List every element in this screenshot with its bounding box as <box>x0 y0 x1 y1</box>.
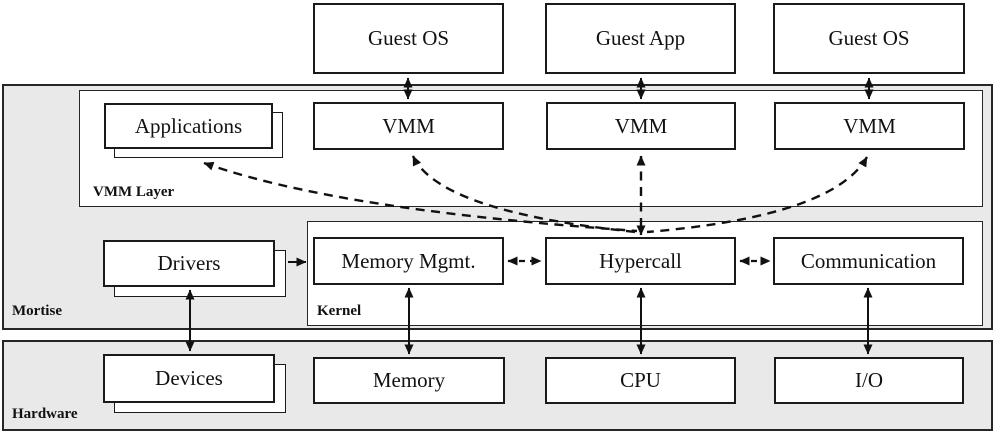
box-applications: Applications <box>104 103 273 149</box>
box-guest-os-2: Guest OS <box>773 3 965 74</box>
box-drivers: Drivers <box>103 240 275 287</box>
vmm-layer-label: VMM Layer <box>93 184 175 200</box>
box-devices: Devices <box>103 354 275 403</box>
box-memory: Memory <box>313 357 505 404</box>
box-io: I/O <box>774 357 964 404</box>
hardware-label: Hardware <box>12 406 78 422</box>
mortise-label: Mortise <box>12 303 62 319</box>
box-vmm-3: VMM <box>774 102 965 150</box>
box-vmm-2: VMM <box>546 102 736 150</box>
box-cpu: CPU <box>545 357 736 404</box>
box-guest-os-1: Guest OS <box>313 3 504 74</box>
box-memory-mgmt: Memory Mgmt. <box>313 237 504 285</box>
box-hypercall: Hypercall <box>545 237 736 285</box>
kernel-label: Kernel <box>317 303 362 319</box>
box-communication: Communication <box>773 237 964 285</box>
box-guest-app: Guest App <box>545 3 736 74</box>
box-vmm-1: VMM <box>313 102 504 150</box>
